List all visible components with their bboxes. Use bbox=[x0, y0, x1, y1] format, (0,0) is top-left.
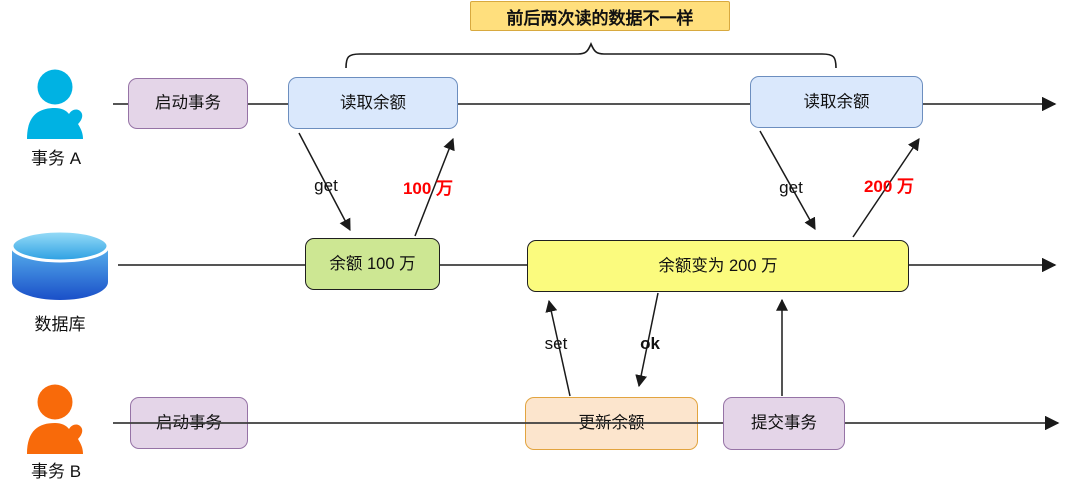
box-a-start-transaction: 启动事务 bbox=[128, 78, 248, 129]
user-a-icon bbox=[27, 69, 83, 139]
lane-b-name: 事务 B bbox=[30, 462, 82, 481]
label-get-2: get bbox=[779, 178, 803, 197]
database-icon bbox=[10, 229, 110, 300]
box-a-read-balance-2: 读取余额 bbox=[750, 76, 923, 128]
box-a-read-balance-1: 读取余额 bbox=[288, 77, 458, 129]
box-b-commit-transaction: 提交事务 bbox=[723, 397, 845, 450]
lane-db-name: 数据库 bbox=[34, 315, 86, 334]
label-value-200: 200 万 bbox=[863, 177, 915, 196]
label-value-100: 100 万 bbox=[402, 179, 454, 198]
box-b-update-balance: 更新余额 bbox=[525, 397, 698, 450]
user-b-icon bbox=[27, 384, 83, 454]
lane-a-name: 事务 A bbox=[30, 149, 82, 168]
box-db-balance-100: 余额 100 万 bbox=[305, 238, 440, 290]
box-db-balance-200: 余额变为 200 万 bbox=[527, 240, 909, 292]
annotation-note: 前后两次读的数据不一样 bbox=[470, 1, 730, 31]
label-get-1: get bbox=[314, 176, 338, 195]
box-b-start-transaction: 启动事务 bbox=[130, 397, 248, 449]
brace bbox=[345, 41, 837, 69]
label-ok: ok bbox=[640, 334, 660, 353]
label-set: set bbox=[544, 334, 568, 353]
